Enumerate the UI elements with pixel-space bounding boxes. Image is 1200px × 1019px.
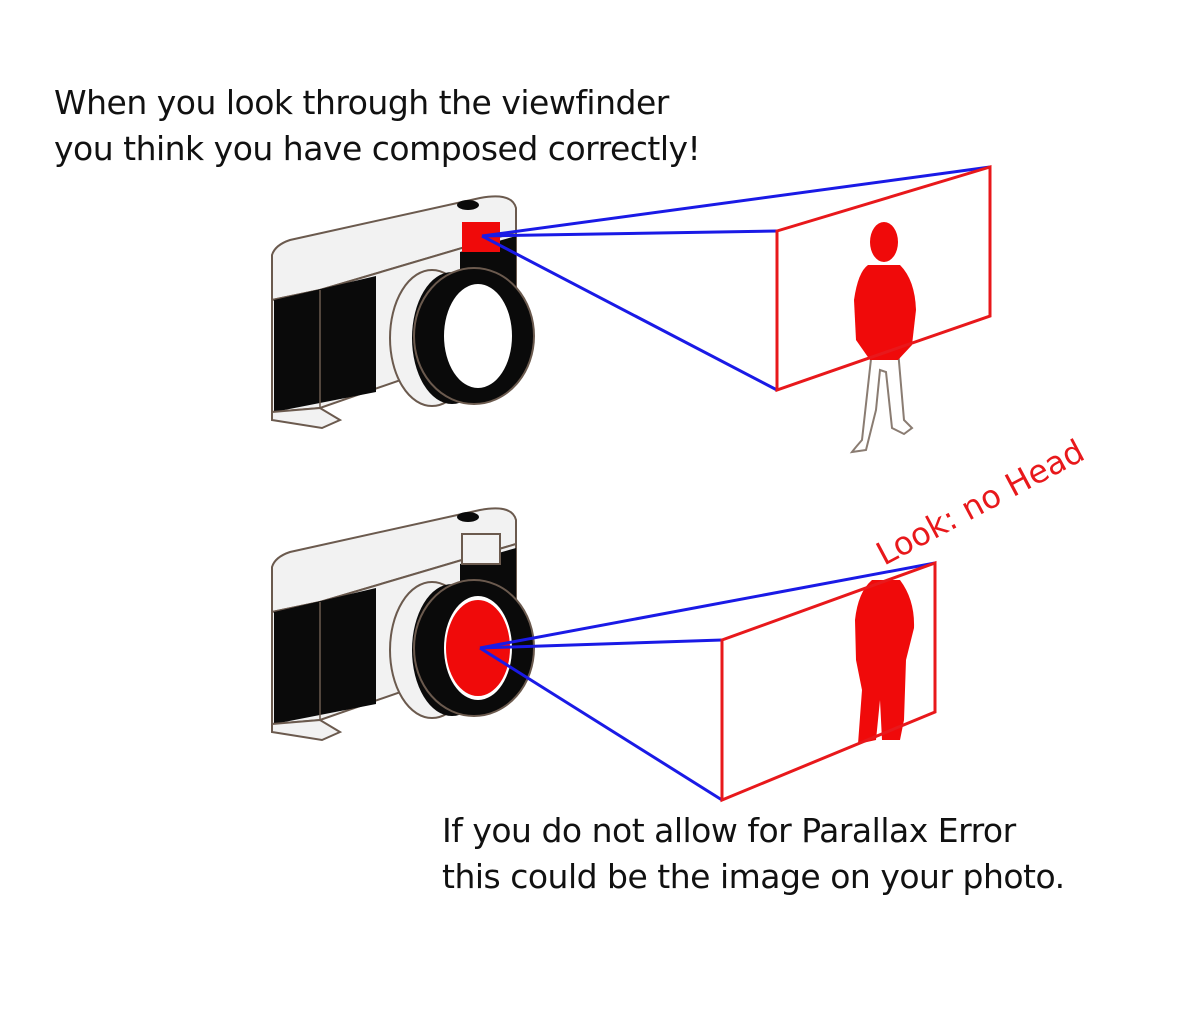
viewfinder-window (461, 533, 501, 565)
caption-parallax-error: If you do not allow for Parallax Error t… (442, 808, 1065, 900)
camera-icon (271, 507, 535, 741)
viewfinder-frame (775, 164, 992, 393)
person-figure-full (849, 222, 916, 454)
annotation-no-head: Look: no Head (870, 432, 1091, 573)
caption-line: When you look through the viewfinder (54, 83, 669, 122)
viewfinder-sightlines (481, 165, 991, 392)
scene-lens (271, 507, 535, 741)
lens-highlight (446, 600, 510, 696)
lens-frame (720, 560, 937, 803)
scene-viewfinder (271, 164, 992, 454)
camera-icon (271, 195, 535, 429)
person-figure-headless (855, 580, 915, 744)
lens-sightlines (479, 561, 936, 802)
caption-line: you think you have composed correctly! (54, 129, 701, 168)
caption-viewfinder: When you look through the viewfinder you… (54, 80, 701, 172)
caption-line: this could be the image on your photo. (442, 857, 1065, 896)
caption-line: If you do not allow for Parallax Error (442, 811, 1016, 850)
